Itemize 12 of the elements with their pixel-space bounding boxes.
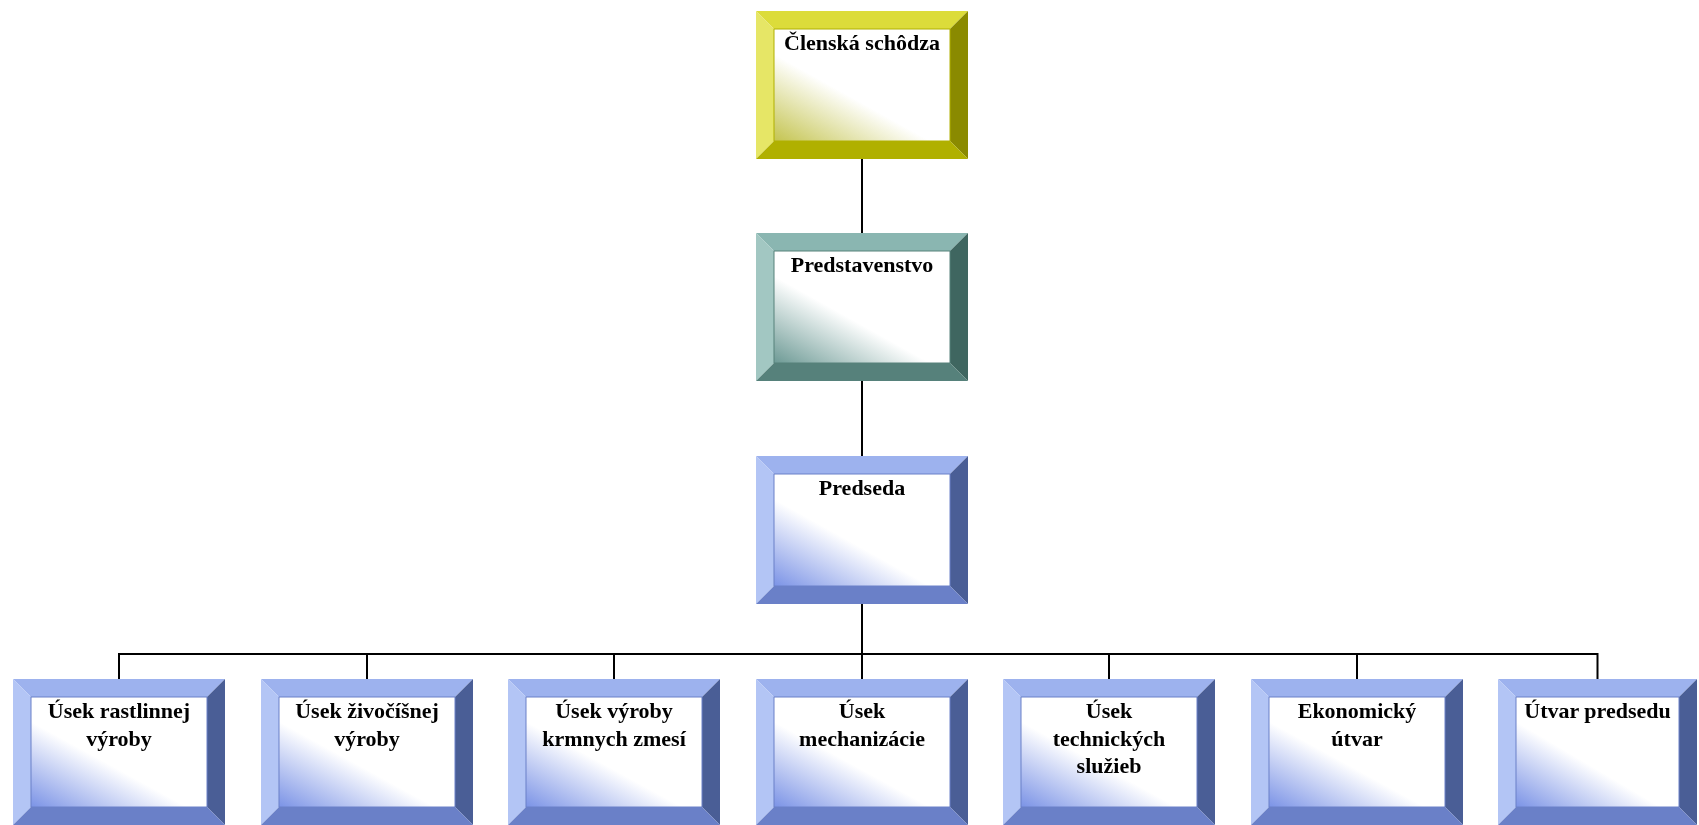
box-label: Predstavenstvo xyxy=(789,251,935,279)
connector-line xyxy=(861,158,863,234)
connector-line xyxy=(861,380,863,457)
box-label: Úsek živočíšnej výroby xyxy=(294,697,440,752)
box-label: Úsek technických služieb xyxy=(1051,697,1167,780)
box-label: Úsek výroby krmnych zmesí xyxy=(541,697,687,752)
box-label: Úsek mechanizácie xyxy=(798,697,926,752)
box-label: Úsek rastlinnej výroby xyxy=(46,697,192,752)
box-label: Ekonomický útvar xyxy=(1296,697,1418,752)
box-label: Členská schôdza xyxy=(783,29,941,57)
box-label: Útvar predsedu xyxy=(1523,697,1672,725)
box-label: Predseda xyxy=(817,474,907,502)
